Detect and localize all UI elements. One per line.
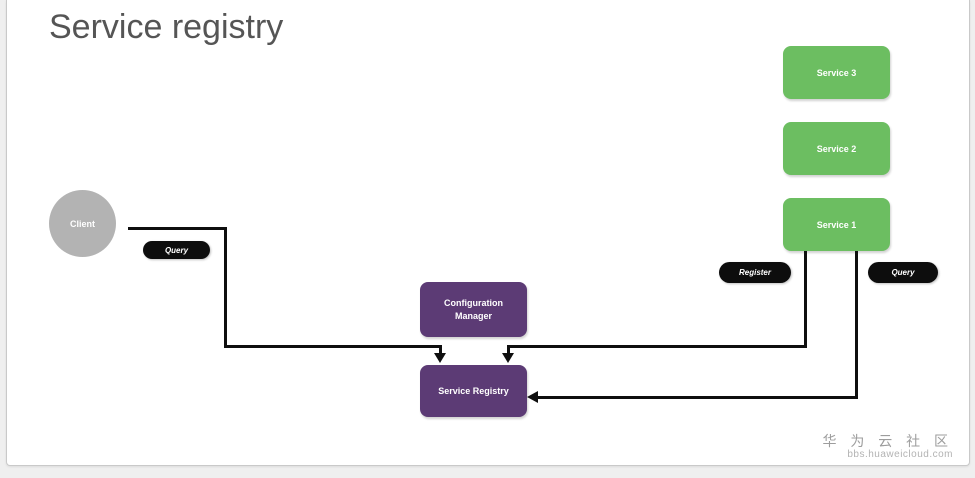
client-query-arrowhead-icon xyxy=(434,353,446,363)
service-1-label: Service 1 xyxy=(816,219,857,230)
client-query-connector-v xyxy=(224,227,227,348)
client-query-text: Query xyxy=(164,245,189,255)
client-query-connector-h2 xyxy=(224,345,442,348)
service-query-text: Query xyxy=(891,268,915,277)
register-connector-h xyxy=(507,345,807,348)
client-query-connector-stem xyxy=(439,348,442,354)
client-node: Client xyxy=(49,190,116,257)
service-2-label: Service 2 xyxy=(816,143,857,154)
client-query-connector-h1 xyxy=(128,227,227,230)
register-connector-stem xyxy=(507,348,510,354)
service-1-node: Service 1 xyxy=(783,198,890,251)
watermark: 华 为 云 社 区 bbs.huaweicloud.com xyxy=(822,433,953,461)
service-query-arrowhead-icon xyxy=(527,391,538,403)
service-registry-label: Service Registry xyxy=(438,385,509,396)
slide-canvas: Service registry Client Service 3 Servic… xyxy=(6,0,970,466)
configuration-manager-node: Configuration Manager xyxy=(420,282,527,337)
service-3-label: Service 3 xyxy=(816,67,857,78)
service-registry-node: Service Registry xyxy=(420,365,527,417)
service-query-edge-label: Query xyxy=(868,262,938,283)
service-2-node: Service 2 xyxy=(783,122,890,175)
register-text: Register xyxy=(738,268,771,277)
page-title: Service registry xyxy=(49,8,284,46)
register-edge-label: Register xyxy=(719,262,791,283)
configuration-manager-label: Configuration Manager xyxy=(444,298,503,321)
register-connector-v xyxy=(804,251,807,348)
watermark-site-url: bbs.huaweicloud.com xyxy=(847,449,953,461)
service-3-node: Service 3 xyxy=(783,46,890,99)
watermark-site-name: 华 为 云 社 区 xyxy=(822,433,953,449)
service-query-connector-v xyxy=(855,251,858,399)
service-query-connector-h xyxy=(537,396,858,399)
client-label: Client xyxy=(69,218,95,229)
client-query-edge-label: Query xyxy=(143,241,210,259)
register-arrowhead-icon xyxy=(502,353,514,363)
